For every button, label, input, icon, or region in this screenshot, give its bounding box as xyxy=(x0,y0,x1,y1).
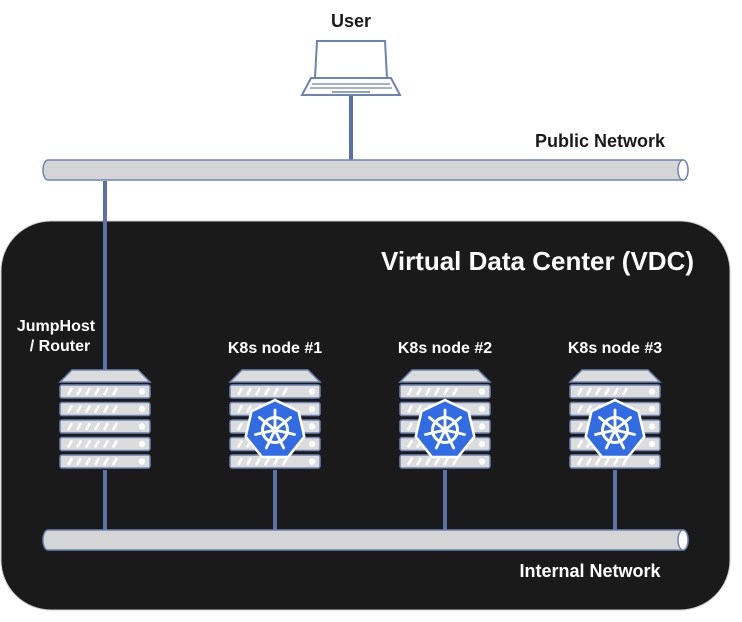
public-network-label: Public Network xyxy=(535,131,666,151)
node-2-label: K8s node #2 xyxy=(398,340,492,357)
jumphost-label-line2: / Router xyxy=(30,338,90,355)
jumphost-label-line1: JumpHost xyxy=(17,318,96,335)
kubernetes-icon-node-3 xyxy=(584,398,646,459)
user-label: User xyxy=(331,11,371,31)
internal-network-label: Internal Network xyxy=(519,561,661,581)
internal-network-pipe xyxy=(42,529,689,551)
vdc-title: Virtual Data Center (VDC) xyxy=(381,246,694,276)
public-network-pipe xyxy=(42,159,689,181)
node-3-label: K8s node #3 xyxy=(568,340,662,357)
vdc-container xyxy=(0,220,731,611)
kubernetes-icon-node-2 xyxy=(414,398,476,459)
kubernetes-icon-node-1 xyxy=(244,398,306,459)
connector-lines xyxy=(103,96,617,530)
node-1-label: K8s node #1 xyxy=(228,340,322,357)
laptop-icon xyxy=(300,40,402,96)
